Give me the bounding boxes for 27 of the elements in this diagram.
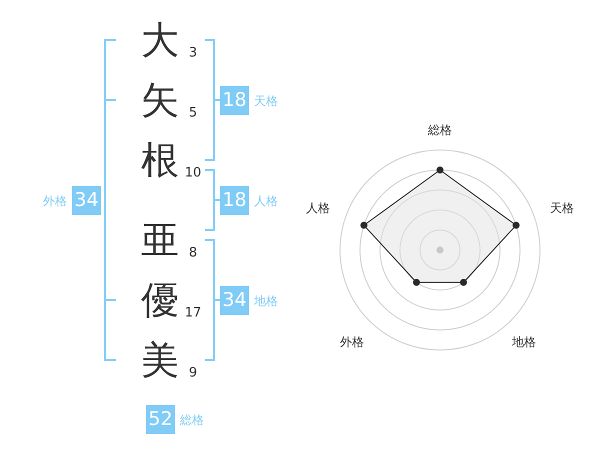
axis-label: 人格: [306, 202, 330, 214]
score-label: 外格: [43, 195, 67, 207]
score-box: 18: [220, 186, 249, 215]
score-label: 地格: [254, 295, 278, 307]
score-box: 34: [220, 286, 249, 315]
stroke-count: 3: [188, 46, 198, 60]
score-box: 18: [220, 86, 249, 115]
axis-label: 総格: [428, 124, 452, 136]
axis-label: 外格: [340, 336, 364, 348]
name-character: 根: [141, 141, 179, 179]
name-character: 矢: [141, 81, 179, 119]
stroke-count: 17: [184, 306, 202, 320]
stroke-count: 8: [188, 246, 198, 260]
stroke-count: 9: [188, 366, 198, 380]
stroke-count: 5: [188, 106, 198, 120]
name-character: 大: [141, 21, 179, 59]
score-label: 総格: [180, 414, 204, 426]
name-character: 美: [141, 341, 179, 379]
score-box: 52: [146, 405, 175, 434]
axis-label: 地格: [512, 336, 536, 348]
name-character: 優: [141, 281, 179, 319]
score-label: 人格: [254, 195, 278, 207]
name-character: 亜: [141, 221, 179, 259]
score-box: 34: [72, 186, 101, 215]
axis-label: 天格: [550, 202, 574, 214]
score-label: 天格: [254, 95, 278, 107]
stroke-count: 10: [184, 166, 202, 180]
